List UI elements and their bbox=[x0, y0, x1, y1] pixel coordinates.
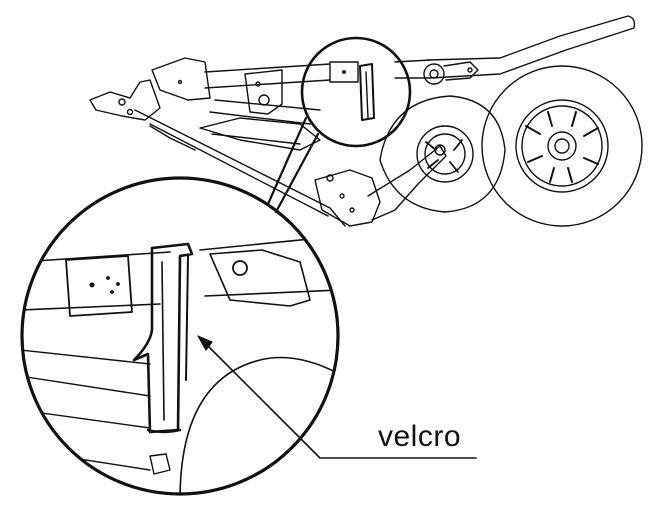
velcro-leader-line bbox=[197, 335, 477, 459]
overview-velcro-strap bbox=[329, 61, 375, 121]
wheelchair-frame bbox=[89, 15, 636, 227]
rear-wheel bbox=[481, 65, 643, 227]
zoom-connector-lines bbox=[266, 116, 320, 214]
caster-wheel bbox=[379, 95, 506, 213]
overview-zoom-circle bbox=[300, 36, 412, 148]
detail-zoom-circle bbox=[20, 176, 340, 496]
velcro-label: velcro bbox=[378, 420, 462, 453]
magnified-detail bbox=[22, 235, 338, 494]
